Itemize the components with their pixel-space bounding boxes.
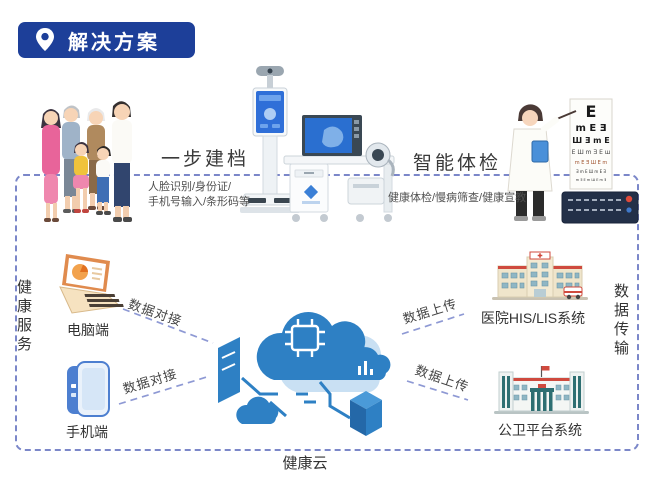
solution-badge: 解决方案: [18, 22, 195, 58]
svg-text:E Ш m Ǝ E ш: E Ш m Ǝ E ш: [572, 149, 611, 156]
register-caption-line2: 手机号输入/条形码等: [148, 196, 251, 208]
svg-text:Ш Ǝ m E: Ш Ǝ m E: [572, 136, 610, 145]
line-cloud-to-hospital: [401, 313, 465, 335]
family-illustration: [41, 101, 132, 222]
svg-text:Ǝ m E Ш m E Ǝ: Ǝ m E Ш m E Ǝ: [576, 169, 606, 174]
cloud-node-label: 健康云: [282, 455, 328, 472]
laptop-icon: [59, 254, 124, 314]
hospital-building-icon: [492, 251, 588, 300]
solution-badge-label: 解决方案: [68, 31, 160, 54]
health-cloud-illustration: [218, 311, 391, 436]
svg-text:m Ǝ E m Ш E m Ǝ: m Ǝ E m Ш E m Ǝ: [576, 178, 607, 182]
platform-node-label: 公卫平台系统: [498, 422, 582, 438]
register-caption: 人脸识别/身份证/ 手机号输入/条形码等: [148, 180, 250, 210]
exam-title: 智能体检: [413, 153, 502, 174]
register-title: 一步建档: [161, 149, 250, 170]
svg-text:E: E: [586, 102, 597, 121]
smartphone-icon: [67, 361, 110, 417]
exam-caption: 健康体检/慢病筛查/健康宣教: [388, 192, 527, 204]
health-kiosk-illustration: [240, 66, 395, 222]
register-caption-line1: 人脸识别/身份证/: [148, 181, 232, 193]
svg-text:m E Ǝ Ш E m: m E Ǝ Ш E m: [575, 160, 608, 166]
doctor-eye-chart-illustration: E m E Ǝ Ш Ǝ m E E Ш m Ǝ E ш m E Ǝ Ш E m …: [507, 98, 639, 224]
line-phone-to-cloud: [118, 375, 211, 405]
pc-node-label: 电脑端: [67, 322, 109, 338]
hospital-node-label: 医院HIS/LIS系统: [480, 310, 586, 326]
government-building-icon: [494, 366, 589, 414]
location-pin-icon: [36, 28, 54, 51]
svg-text:m E Ǝ: m E Ǝ: [575, 123, 606, 134]
side-label-health-service: 健康服务: [15, 279, 32, 355]
line-pc-to-cloud: [122, 308, 214, 344]
side-label-data-transfer: 数据传输: [612, 283, 629, 359]
line-cloud-to-platform: [406, 380, 469, 401]
phone-node-label: 手机端: [66, 424, 108, 440]
